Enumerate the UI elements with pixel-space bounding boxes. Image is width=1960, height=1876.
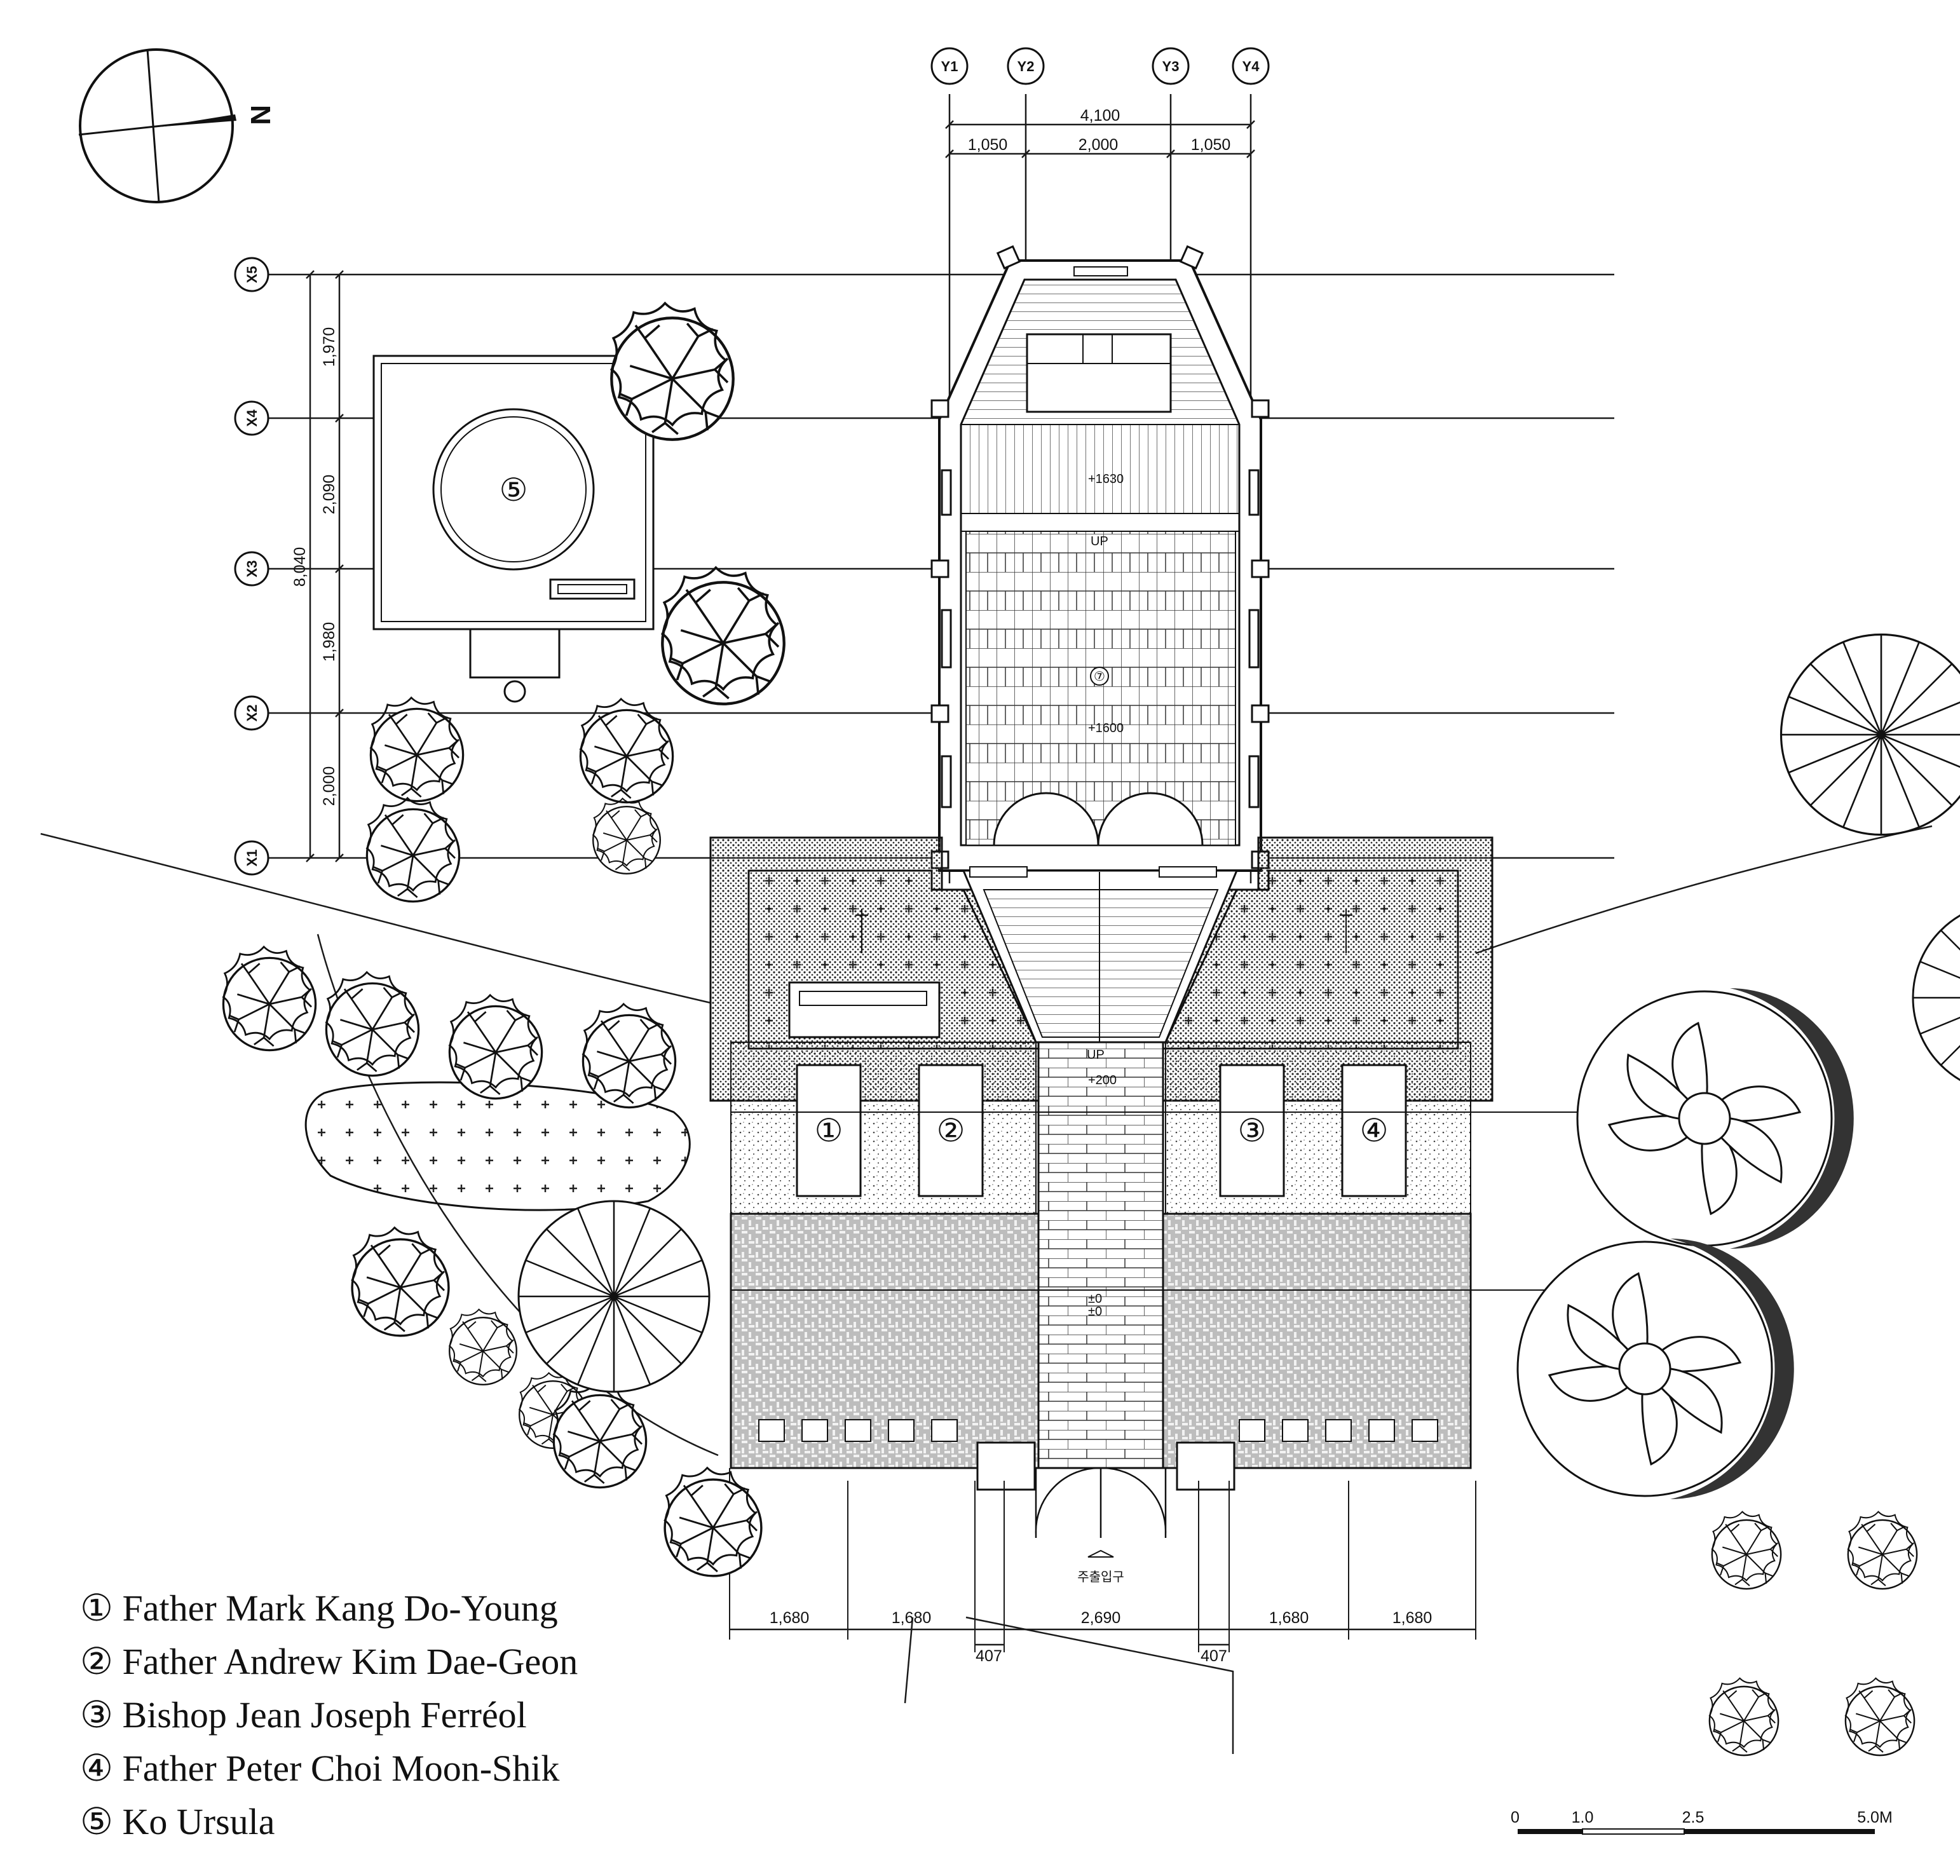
x-axis-label: X4: [244, 409, 260, 427]
scale-1: 1.0: [1572, 1809, 1594, 1826]
scale-2-5: 2.5: [1682, 1809, 1705, 1826]
dim-bottom-seg-4: 1,680: [1269, 1609, 1309, 1627]
y-axis-label: Y3: [1162, 58, 1180, 74]
dim-left-seg-1: 2,000: [320, 766, 338, 806]
left-dimensions: 8,040 2,000 1,980 2,090 1,970: [291, 270, 344, 862]
dim-bottom-seg-5: 1,680: [1392, 1609, 1433, 1627]
dim-left-seg-2: 1,980: [320, 622, 338, 662]
tomb-4-marker: ④: [1360, 1113, 1389, 1148]
x-axis-bubbles: X1 X2 X3 X4 X5: [234, 257, 269, 876]
north-label: N: [245, 105, 276, 125]
level-base-bottom: ±0: [1088, 1305, 1102, 1319]
legend-item-5: ⑤ Ko Ursula: [80, 1801, 275, 1842]
lower-hall: ① ② ③ ④ 주출입구 UP +200 ±0 ±0: [709, 836, 1608, 1584]
x-axis-bubble: [234, 400, 269, 436]
legend-name-3: Bishop Jean Joseph Ferréol: [123, 1694, 527, 1736]
dim-left-seg-3: 2,090: [320, 475, 338, 515]
legend: ① Father Mark Kang Do-Young ② Father And…: [80, 1587, 578, 1842]
entrance-label: 주출입구: [1077, 1570, 1124, 1584]
bottom-dimensions: 1,680 1,680 2,690 1,680 1,680 407 407: [729, 1468, 1476, 1665]
x-axis-label: X2: [244, 705, 260, 722]
tomb-ko-ursula: ⑤: [372, 355, 655, 703]
legend-item-2: ② Father Andrew Kim Dae-Geon: [80, 1641, 578, 1682]
legend-num-3: ③: [80, 1694, 113, 1736]
legend-name-2: Father Andrew Kim Dae-Geon: [123, 1641, 578, 1682]
x-axis-bubble: [234, 551, 269, 587]
x-axis-label: X3: [244, 561, 260, 578]
dim-bottom-seg-2: 1,680: [892, 1609, 932, 1627]
tomb-3-marker: ③: [1238, 1113, 1267, 1148]
x-axis-label: X5: [244, 266, 260, 283]
dim-top-seg-1: 1,050: [968, 136, 1008, 154]
scale-0: 0: [1511, 1809, 1520, 1826]
dim-bottom-offset-left: 407: [976, 1647, 1002, 1665]
dim-left-total: 8,040: [291, 547, 309, 587]
level-base-top: ±0: [1088, 1292, 1102, 1306]
dim-bottom-seg-1: 1,680: [770, 1609, 810, 1627]
dim-left-seg-4: 1,970: [320, 327, 338, 367]
top-dimensions: 4,100 1,050 2,000 1,050: [945, 107, 1255, 158]
y-axis-label: Y1: [941, 58, 958, 74]
chapel-building: +1630 UP +1600 ⑦: [930, 245, 1270, 872]
legend-num-2: ②: [80, 1641, 113, 1682]
x-axis-bubble: [234, 695, 269, 731]
y-axis-bubble: [1007, 47, 1045, 85]
y-axis-bubbles: Y1 Y2 Y3 Y4: [930, 47, 1270, 85]
y-axis-label: Y2: [1017, 58, 1035, 74]
chapel-marker: ⑦: [1094, 670, 1105, 684]
legend-item-4: ④ Father Peter Choi Moon-Shik: [80, 1748, 559, 1789]
tomb-2-marker: ②: [937, 1113, 965, 1148]
north-arrow-icon: N: [78, 48, 276, 203]
dim-bottom-seg-3: 2,690: [1081, 1609, 1121, 1627]
tomb-1-marker: ①: [815, 1113, 843, 1148]
legend-num-4: ④: [80, 1748, 113, 1789]
legend-num-1: ①: [80, 1587, 113, 1629]
scale-bar: 0 1.0 2.5 5.0M: [1511, 1809, 1893, 1835]
x-axis-bubble: [234, 257, 269, 292]
level-lower: +200: [1088, 1073, 1117, 1087]
level-up-upper: UP: [1091, 534, 1108, 548]
x-axis-bubble: [234, 840, 269, 876]
level-up-lower: UP: [1087, 1048, 1105, 1062]
dim-top-seg-2: 2,000: [1079, 136, 1119, 154]
y-axis-bubble: [930, 47, 969, 85]
legend-name-4: Father Peter Choi Moon-Shik: [123, 1748, 560, 1789]
dim-top-total: 4,100: [1080, 107, 1120, 125]
dim-bottom-offset-right: 407: [1201, 1647, 1227, 1665]
y-axis-bubble: [1232, 47, 1270, 85]
legend-item-1: ① Father Mark Kang Do-Young: [80, 1587, 558, 1629]
y-axis-bubble: [1152, 47, 1190, 85]
legend-item-3: ③ Bishop Jean Joseph Ferréol: [80, 1694, 527, 1736]
dim-top-seg-3: 1,050: [1191, 136, 1231, 154]
scale-5: 5.0M: [1857, 1809, 1893, 1826]
y-axis-label: Y4: [1242, 58, 1260, 74]
tomb-5-marker: ⑤: [500, 472, 528, 508]
level-upper: +1630: [1088, 472, 1124, 486]
legend-num-5: ⑤: [80, 1801, 113, 1842]
legend-name-5: Ko Ursula: [123, 1801, 275, 1842]
level-mid: +1600: [1088, 721, 1124, 735]
legend-name-1: Father Mark Kang Do-Young: [123, 1587, 558, 1629]
x-axis-label: X1: [244, 850, 260, 867]
